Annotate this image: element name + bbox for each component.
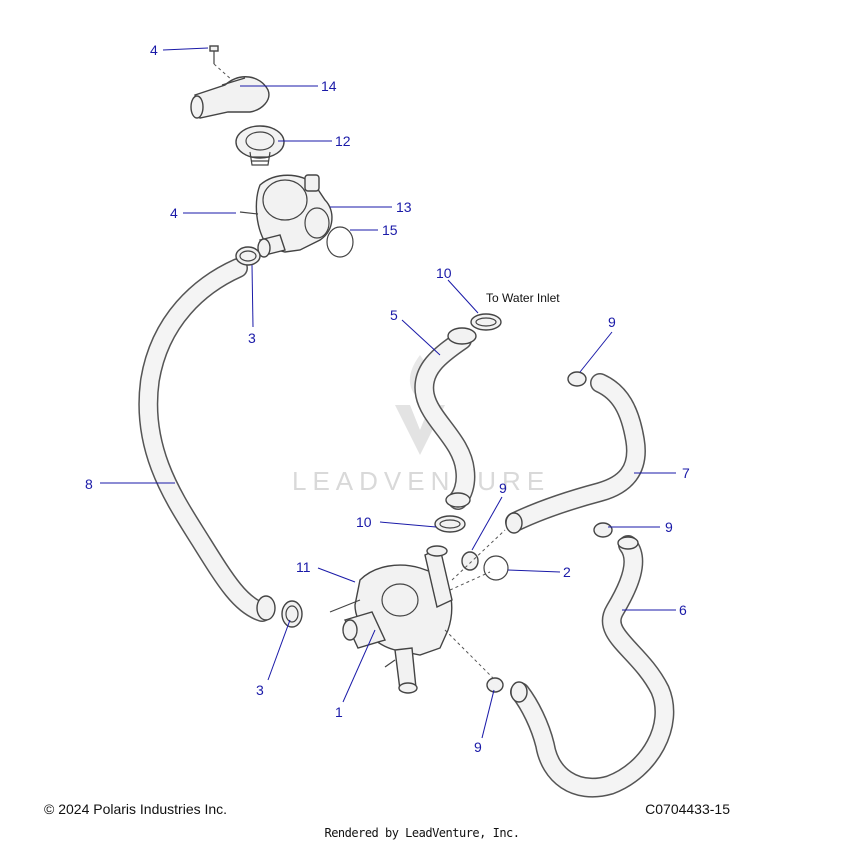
thermostat-12	[235, 125, 285, 166]
clamp-10-top	[470, 313, 502, 331]
to-water-inlet-note: To Water Inlet	[486, 291, 560, 305]
clamp-10-lower	[434, 515, 466, 533]
clamp-9-mid	[461, 551, 479, 571]
diagram-code: C0704433-15	[645, 801, 730, 817]
callout-10-lower: 10	[356, 514, 372, 530]
watermark-text: LEADVENTURE	[292, 466, 550, 496]
o-ring-15	[326, 226, 354, 258]
hose-7	[505, 373, 646, 534]
callout-9-right: 9	[665, 519, 673, 535]
o-ring-2	[483, 555, 509, 581]
callouts: 4 14 12 4 13 15 3 10 To Water Inlet 5 9 …	[85, 42, 690, 755]
clamp-9-upper	[567, 371, 587, 387]
callout-9-mid: 9	[499, 480, 507, 496]
callout-10-top: 10	[436, 265, 452, 281]
callout-13: 13	[396, 199, 412, 215]
callout-3-bottom: 3	[256, 682, 264, 698]
clamp-3-top	[235, 246, 261, 266]
clamp-3-bottom	[281, 600, 303, 628]
hose-6	[510, 535, 675, 798]
hose-8	[138, 258, 276, 622]
callout-3-top: 3	[248, 330, 256, 346]
clamp-9-right	[593, 522, 613, 538]
callout-2: 2	[563, 564, 571, 580]
callout-11: 11	[296, 559, 311, 575]
water-pump-1	[329, 529, 506, 694]
rendered-by-text: Rendered by LeadVenture, Inc.	[324, 826, 520, 840]
callout-9-upper: 9	[608, 314, 616, 330]
callout-8: 8	[85, 476, 93, 492]
callout-6: 6	[679, 602, 687, 618]
callout-1: 1	[335, 704, 343, 720]
callout-4-mid: 4	[170, 205, 178, 221]
leader-lines	[100, 47, 676, 739]
callout-5: 5	[390, 307, 398, 323]
callout-7: 7	[682, 465, 690, 481]
thermostat-cover-14	[190, 45, 270, 119]
clamp-9-bottom	[486, 677, 504, 693]
copyright-text: © 2024 Polaris Industries Inc.	[44, 801, 228, 817]
hose-5	[414, 327, 477, 510]
callout-4-top: 4	[150, 42, 158, 58]
thermostat-housing-13	[239, 174, 333, 258]
callout-15: 15	[382, 222, 398, 238]
callout-14: 14	[321, 78, 337, 94]
callout-9-bottom: 9	[474, 739, 482, 755]
callout-12: 12	[335, 133, 351, 149]
